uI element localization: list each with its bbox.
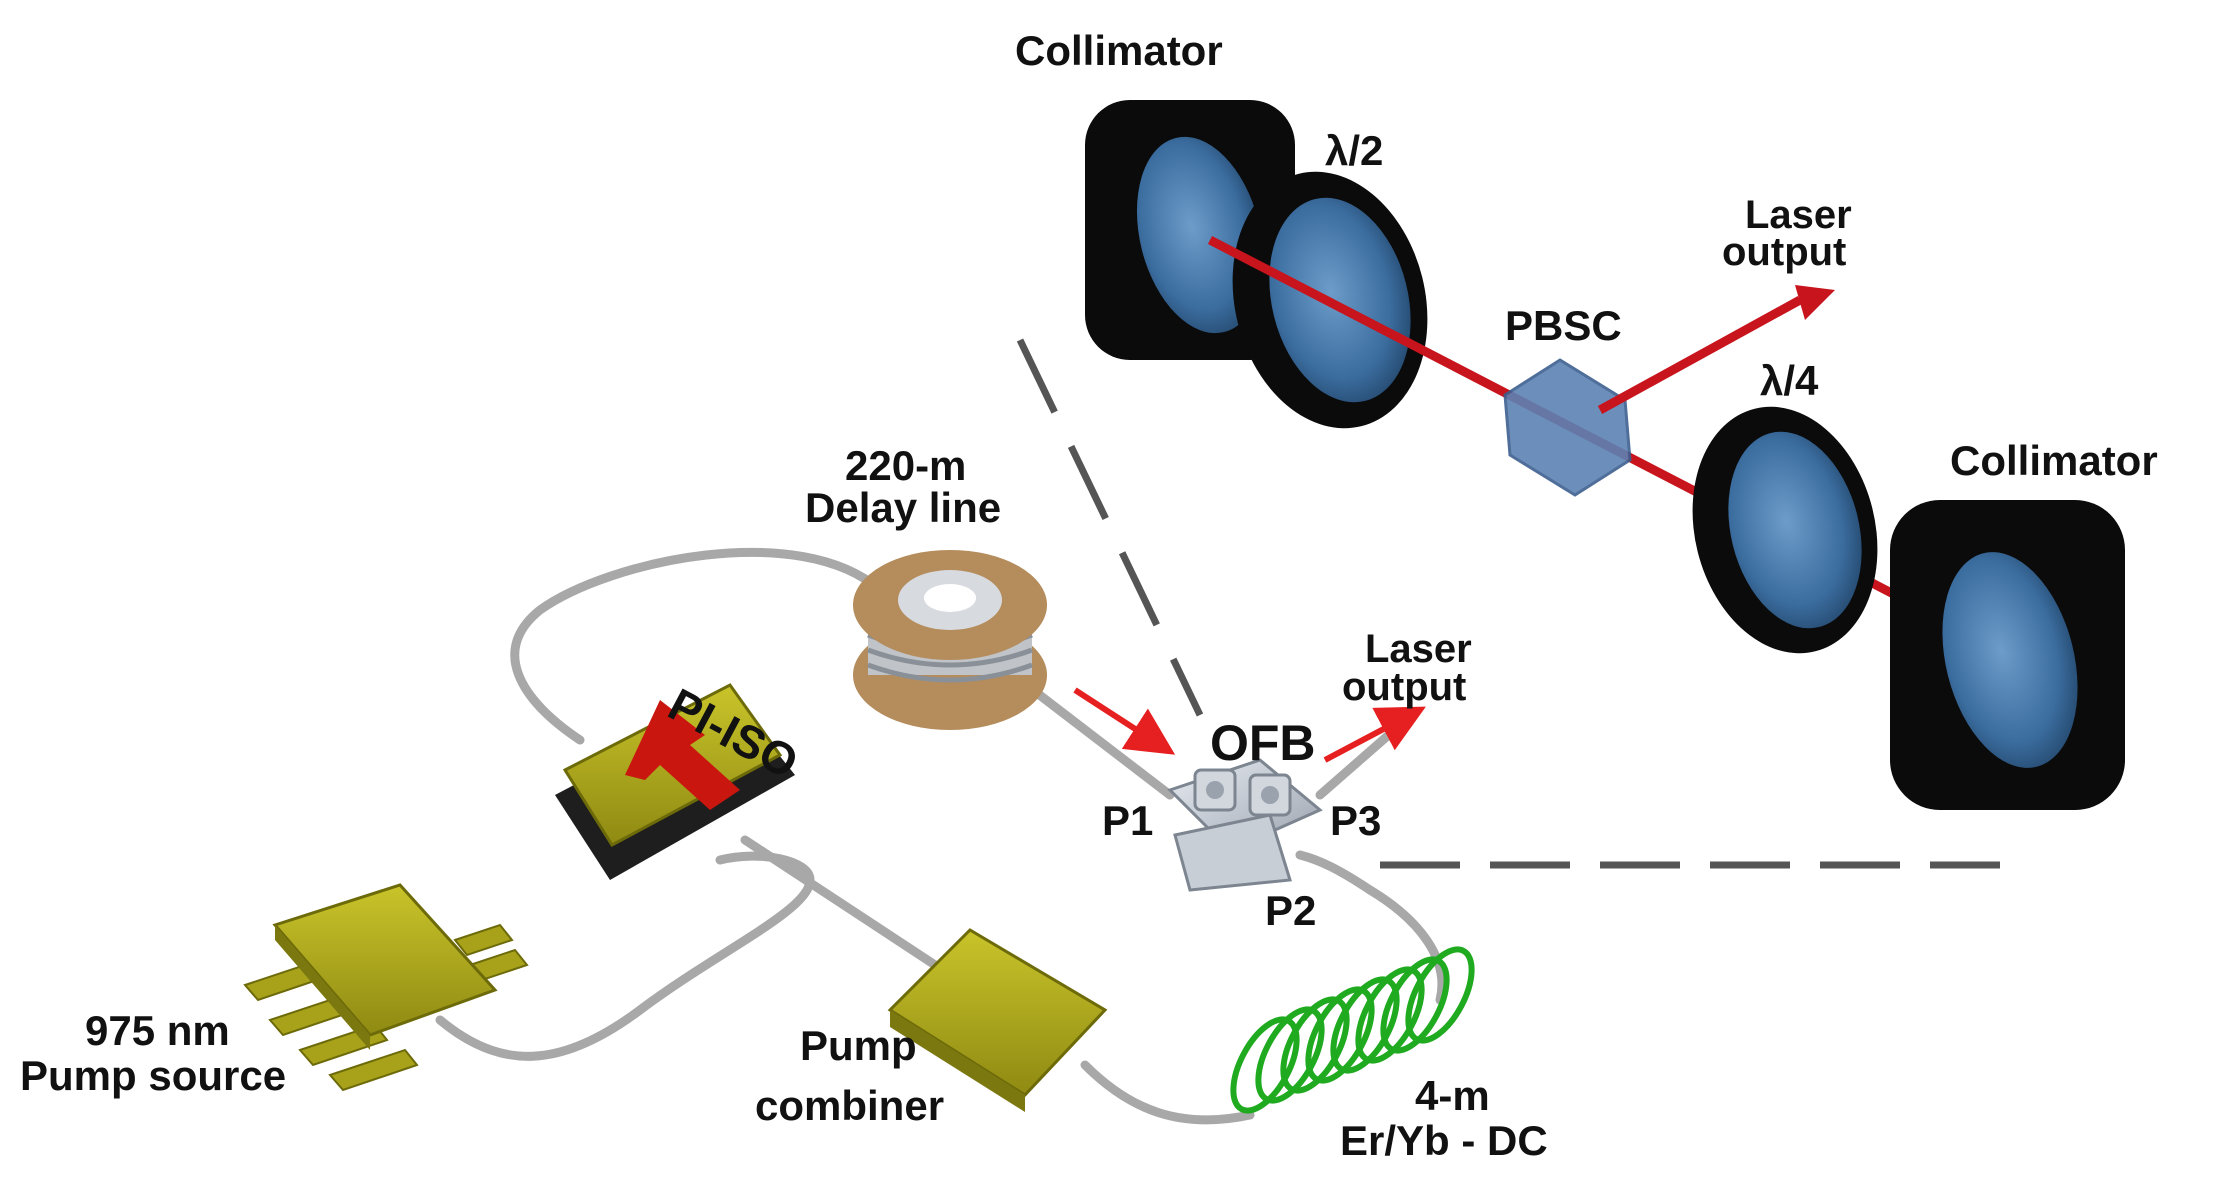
- label-laser-output-fs-line1: Laser: [1745, 193, 1852, 237]
- label-gain-fiber-line2: Er/Yb - DC: [1340, 1117, 1548, 1164]
- label-port-2: P2: [1265, 887, 1316, 934]
- label-pbsc: PBSC: [1505, 302, 1622, 349]
- pbsc-cube: [1503, 358, 1632, 497]
- label-pump-source-line2: Pump source: [20, 1052, 286, 1099]
- laser-output-arrowhead: [1795, 285, 1835, 320]
- labels: Collimator λ/2 Laser output PBSC λ/4 Col…: [20, 27, 2158, 1164]
- label-ofb: OFB: [1210, 715, 1316, 771]
- label-laser-output-fiber-line1: Laser: [1365, 627, 1472, 671]
- fiber-gain-to-ofb: [1295, 850, 1447, 1005]
- label-pump-combiner-line1: Pump: [800, 1022, 917, 1069]
- label-collimator-top: Collimator: [1015, 27, 1223, 74]
- collimator-right: [1890, 500, 2125, 810]
- isolator-direction-arrow: [625, 700, 740, 810]
- free-space-optics: [1085, 100, 2125, 810]
- fiber-delay-to-ofb: [1015, 675, 1175, 800]
- ofb-component: [1167, 758, 1323, 892]
- dashed-line-diagonal: [1016, 338, 1204, 717]
- fiber-pump-to-combiner: [435, 851, 815, 1061]
- quarter-wave-plate: [1692, 406, 1878, 654]
- label-quarter-wave: λ/4: [1760, 357, 1819, 404]
- label-collimator-right: Collimator: [1950, 437, 2158, 484]
- label-gain-fiber-line1: 4-m: [1415, 1072, 1490, 1119]
- gain-fiber-coil: [1230, 946, 1475, 1114]
- zoom-indicator-lines: [1016, 338, 2000, 869]
- fiber-delay-to-isolator: [510, 547, 885, 745]
- pump-combiner-component: [887, 928, 1108, 1112]
- label-delay-line-line2: Delay line: [805, 484, 1001, 531]
- delay-line-spool: [853, 550, 1047, 730]
- label-laser-output-fs-line2: output: [1722, 230, 1846, 274]
- fiber-paths: [435, 547, 1447, 1125]
- arrow-red-to-ofb: [1073, 687, 1176, 755]
- label-port-1: P1: [1102, 797, 1153, 844]
- label-laser-output-fiber-line2: output: [1342, 665, 1466, 709]
- fiber-ofb-output: [1315, 720, 1405, 800]
- label-pump-combiner-line2: combiner: [755, 1082, 944, 1129]
- fiber-combiner-to-gain: [1080, 1060, 1255, 1125]
- label-delay-line-line1: 220-m: [845, 442, 966, 489]
- label-pump-source-line1: 975 nm: [85, 1007, 230, 1054]
- pump-source-component: [243, 883, 529, 1092]
- label-half-wave: λ/2: [1325, 127, 1383, 174]
- laser-beam-output: [1597, 296, 1803, 414]
- isolator-component: [555, 683, 795, 880]
- label-port-3: P3: [1330, 797, 1381, 844]
- arrow-red-output: [1323, 706, 1426, 763]
